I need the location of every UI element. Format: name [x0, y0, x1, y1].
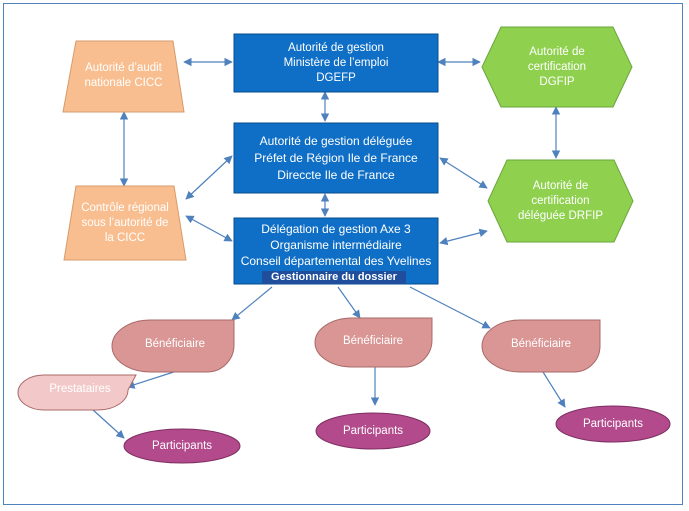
- connector-delegation-beneficiaire-3: [409, 286, 491, 329]
- label-participants-3: Participants: [582, 417, 644, 430]
- label-beneficiaire-3: Bénéficiaire: [510, 337, 572, 350]
- label-beneficiaire-1: Bénéficiaire: [144, 337, 206, 350]
- connector-delegation-certdeleguee: [439, 228, 488, 246]
- box-autorite-deleguee: [233, 122, 439, 194]
- diagram-frame: [3, 3, 683, 505]
- connector-beneficiaire-prestataires: [126, 369, 181, 389]
- hexagon-certification-deleguee: [487, 159, 634, 243]
- hexagon-certification: [481, 26, 633, 108]
- label-certification: Autorité de certification DGFIP: [527, 45, 587, 88]
- label-autorite-deleguee: Autorité de gestion déléguée Préfet de R…: [254, 133, 418, 182]
- connector-deleguee-certdeleguee: [439, 157, 488, 189]
- shape-beneficiaire-2: [314, 317, 433, 368]
- label-participants-1: Participants: [151, 439, 213, 452]
- label-autorite-gestion: Autorité de gestion Ministère de l’emplo…: [283, 41, 389, 84]
- trapezoid-controle: [63, 185, 187, 261]
- connector-delegation-beneficiaire-1: [231, 286, 273, 321]
- connector-delegation-beneficiaire-2: [337, 286, 361, 319]
- connector-controle-deleguee: [185, 155, 233, 200]
- label-beneficiaire-2: Bénéficiaire: [342, 334, 404, 347]
- box-autorite-gestion: [233, 33, 439, 93]
- shape-prestataires: [17, 374, 137, 411]
- connector-beneficiaire-participants-3: [542, 371, 566, 408]
- label-delegation: Délégation de gestion Axe 3 Organisme in…: [240, 222, 432, 268]
- label-gestionnaire-dossier: Gestionnaire du dossier: [262, 271, 406, 284]
- label-controle: Contrôle régional sous l’autorité de la …: [81, 201, 169, 244]
- label-participants-2: Participants: [342, 424, 404, 437]
- label-certification-deleguee: Autorité de certification déléguée DRFIP: [517, 179, 604, 222]
- ellipse-participants-2: [315, 412, 431, 450]
- shape-beneficiaire-3: [481, 319, 601, 373]
- connector-controle-delegation: [185, 215, 233, 242]
- connector-prestataires-participants-1: [91, 408, 125, 439]
- trapezoid-audit: [62, 40, 185, 113]
- shape-beneficiaire-1: [111, 319, 235, 373]
- label-audit: Autorité d’audit nationale CICC: [84, 62, 163, 89]
- label-prestataires: Prestataires: [49, 382, 111, 395]
- ellipse-participants-1: [123, 428, 241, 464]
- ellipse-participants-3: [555, 405, 671, 443]
